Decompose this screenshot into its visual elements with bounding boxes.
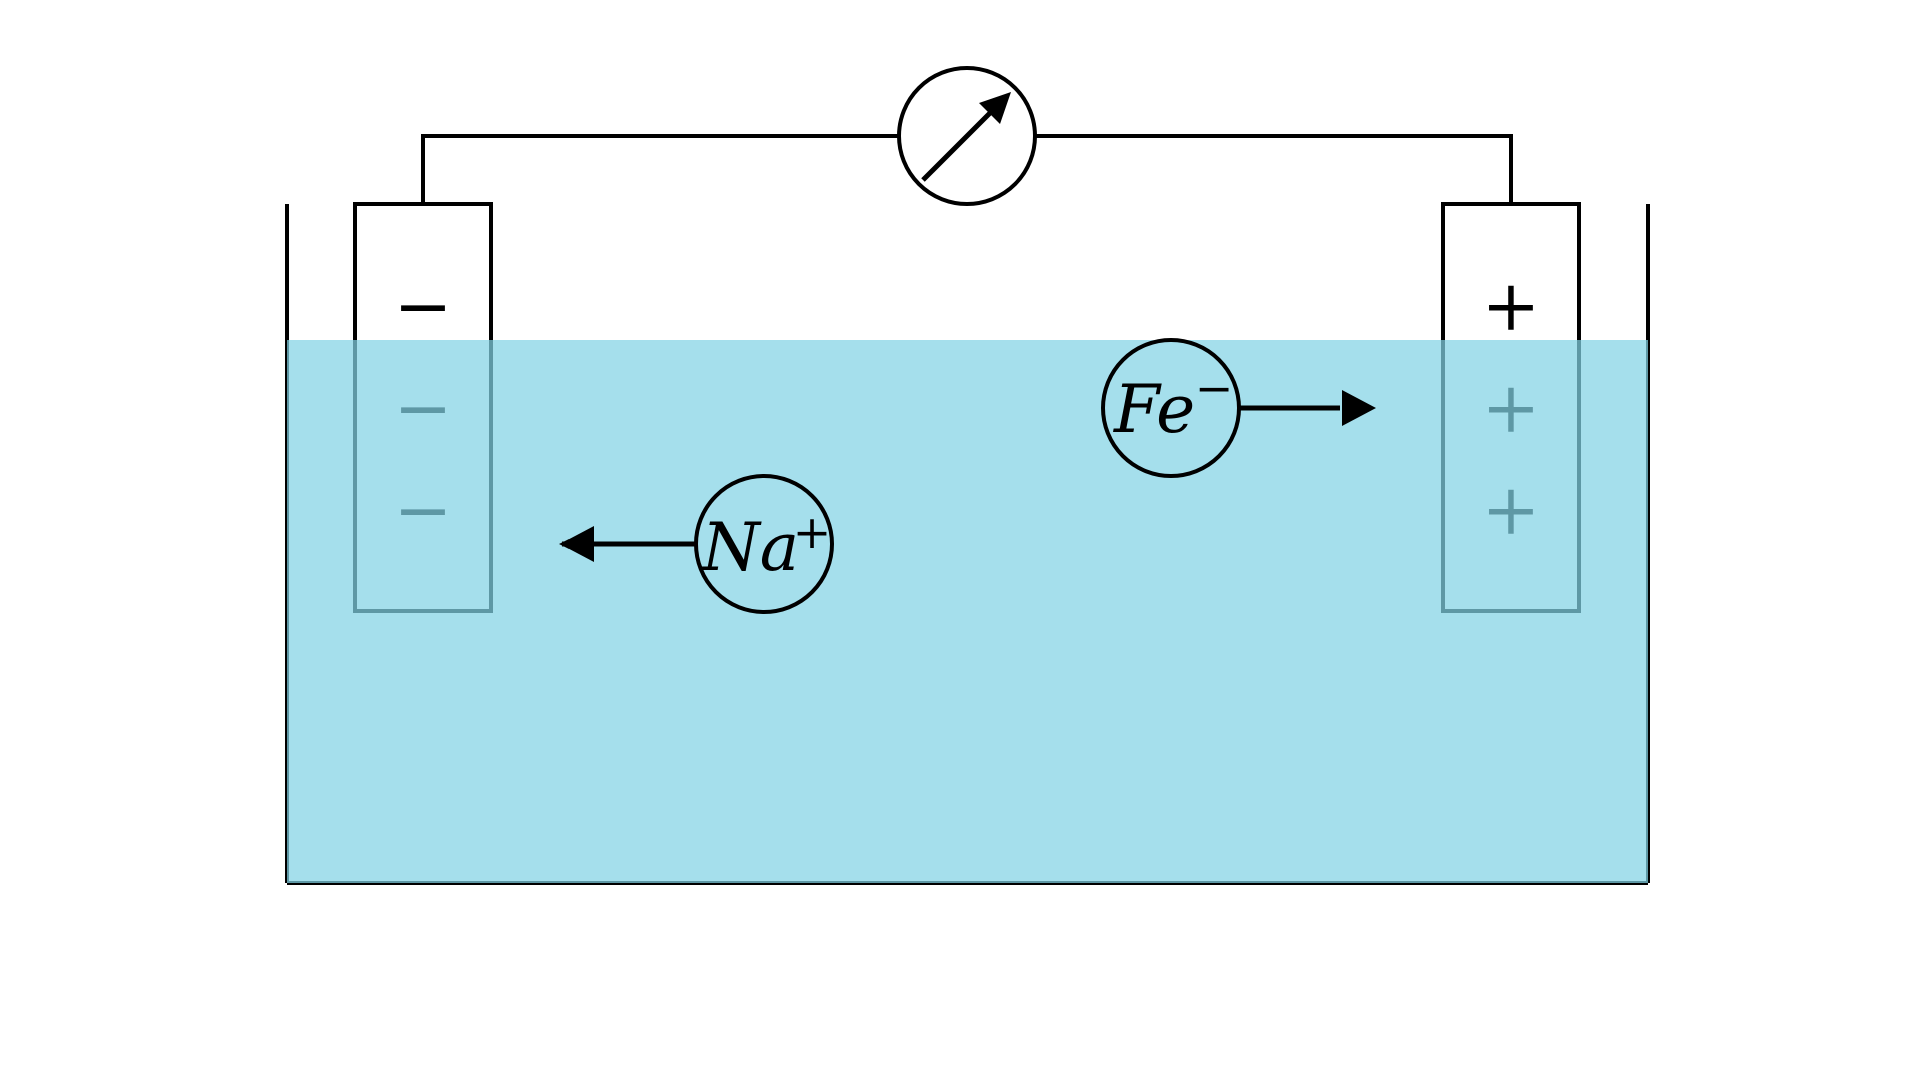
- anode-sign: +: [1482, 265, 1541, 347]
- electrolyte-solution: [287, 340, 1648, 883]
- anion-ion: Fe −: [1101, 338, 1376, 478]
- cation-symbol: Na: [700, 509, 799, 586]
- galvanometer-arrow-icon: [921, 107, 996, 182]
- cathode-sign: −: [394, 265, 453, 347]
- cation-ion: Na +: [559, 474, 834, 614]
- anion-symbol: Fe: [1113, 371, 1195, 448]
- circuit-wire: [421, 134, 1513, 204]
- anion-charge: −: [1195, 361, 1234, 415]
- galvanometer: [897, 66, 1037, 206]
- cation-charge: +: [793, 505, 832, 559]
